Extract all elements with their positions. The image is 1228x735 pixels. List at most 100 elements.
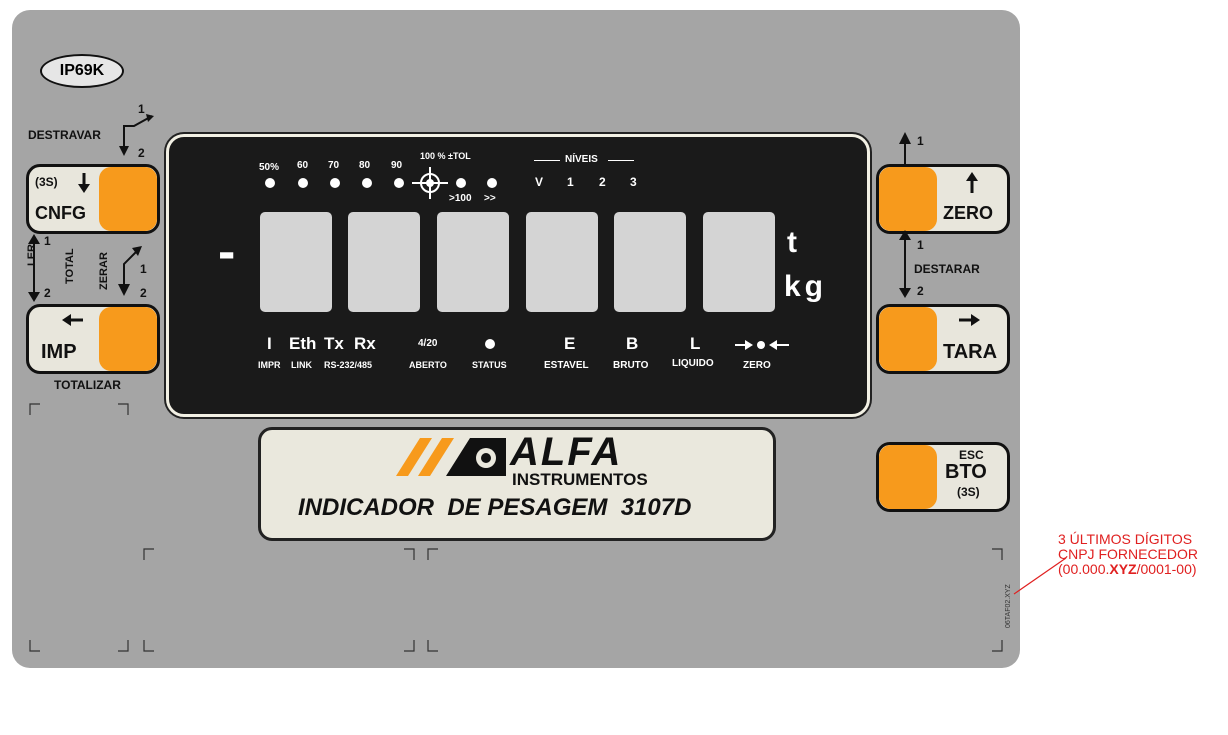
alfa-logo — [396, 438, 506, 476]
level-90-label: 90 — [391, 160, 403, 171]
indicator-e: E — [564, 334, 576, 353]
totalizar-label: TOTALIZAR — [54, 378, 121, 392]
imp-key[interactable] — [99, 307, 157, 371]
note-pointer-line — [1013, 557, 1067, 595]
indicator-rx: Rx — [354, 334, 376, 353]
impr-label: IMPR — [258, 360, 281, 370]
bto-hold-label: (3S) — [957, 485, 980, 499]
destarar-step-2: 2 — [917, 284, 924, 298]
nivel-v: V — [535, 175, 544, 189]
note-line-3: (00.000.XYZ/0001-00) — [1058, 562, 1197, 577]
double-arrow-icon — [28, 234, 40, 302]
cnfg-key[interactable] — [99, 167, 157, 231]
unit-t: t — [787, 226, 797, 259]
zero-label: ZERO — [943, 203, 994, 223]
level-70-label: 70 — [328, 160, 340, 171]
zero-center-icon — [735, 340, 789, 350]
imp-label: IMP — [41, 341, 77, 363]
cnfg-label: CNFG — [35, 203, 86, 223]
bar-led-over — [487, 178, 497, 188]
bto-button[interactable]: ESC BTO (3S) — [876, 442, 1010, 512]
zero-indicator-label: ZERO — [743, 360, 771, 371]
bruto-label: BRUTO — [613, 360, 649, 371]
brand-subtitle: INSTRUMENTOS — [512, 470, 648, 489]
bar-led-70 — [330, 178, 340, 188]
double-arrow-right-icon — [899, 230, 911, 298]
digit-5 — [614, 212, 686, 312]
zero-key[interactable] — [879, 167, 937, 231]
rs-label: RS-232/485 — [324, 360, 373, 370]
zero-button[interactable]: ZERO — [876, 164, 1010, 234]
step-1-label: 1 — [138, 102, 145, 116]
part-code: 06TAF02.XYZ — [1005, 584, 1012, 628]
arrow-down-icon — [78, 173, 90, 193]
tolerance-label: 100 % ±TOL — [420, 151, 471, 161]
destarar-label: DESTARAR — [914, 262, 980, 276]
ler-step-1: 1 — [44, 234, 51, 248]
digit-2 — [348, 212, 420, 312]
link-label: LINK — [291, 360, 312, 370]
over100-label: >100 — [449, 193, 472, 204]
bto-label: BTO — [945, 461, 987, 483]
minus-sign: - — [218, 223, 236, 281]
zerar-step-2: 2 — [140, 286, 147, 300]
cnfg-hold-label: (3S) — [35, 175, 58, 189]
zerar-arrow-icon — [118, 246, 142, 296]
zerar-step-1: 1 — [140, 262, 147, 276]
liquido-label: LIQUIDO — [672, 358, 714, 369]
estavel-label: ESTAVEL — [544, 360, 589, 371]
status-led — [485, 339, 495, 349]
level-60-label: 60 — [297, 160, 309, 171]
niveis-label: NÍVEIS — [565, 154, 598, 165]
indicator-tx: Tx — [324, 334, 344, 353]
bar-led-50 — [265, 178, 275, 188]
over-label: >> — [484, 193, 496, 204]
tara-key[interactable] — [879, 307, 937, 371]
brand-plate — [258, 427, 776, 541]
esc-label: ESC — [959, 448, 984, 462]
niveis-line-left — [534, 160, 560, 161]
niveis-line-right — [608, 160, 634, 161]
aberto-label: ABERTO — [409, 360, 447, 370]
tara-button[interactable]: TARA — [876, 304, 1010, 374]
tara-label: TARA — [943, 341, 998, 363]
destravar-label: DESTRAVAR — [28, 128, 101, 142]
bar-led-80 — [362, 178, 372, 188]
level-80-label: 80 — [359, 160, 371, 171]
nivel-2: 2 — [599, 175, 606, 189]
imp-button[interactable]: IMP — [26, 304, 160, 374]
cnfg-button[interactable]: (3S) CNFG — [26, 164, 160, 234]
indicator-eth: Eth — [289, 334, 317, 353]
indicator-420: 4/20 — [418, 338, 438, 349]
bar-led-60 — [298, 178, 308, 188]
brand-name: ALFA — [510, 430, 623, 474]
zero-step-1: 1 — [917, 134, 924, 148]
ler-step-2: 2 — [44, 286, 51, 300]
bar-led-over100 — [456, 178, 466, 188]
target-icon — [412, 167, 448, 199]
indicator-l: L — [690, 334, 701, 353]
bto-key[interactable] — [879, 445, 937, 509]
note-cnpj-prefix: (00.000. — [1058, 561, 1110, 577]
note-cnpj-suffix: /0001-00) — [1136, 561, 1197, 577]
arrow-up-small-icon — [966, 172, 978, 193]
nivel-3: 3 — [630, 175, 637, 189]
note-line-1: 3 ÚLTIMOS DÍGITOS — [1058, 531, 1193, 547]
ip69k-badge: IP69K — [40, 54, 124, 88]
step-2-label: 2 — [138, 146, 145, 160]
zerar-label: ZERAR — [98, 252, 110, 290]
product-name: INDICADOR DE PESAGEM 3107D — [298, 494, 692, 521]
digit-4 — [526, 212, 598, 312]
arrow-up-icon — [899, 132, 911, 168]
digit-6 — [703, 212, 775, 312]
bar-led-90 — [394, 178, 404, 188]
indicator-i: I — [267, 334, 272, 353]
arrow-left-icon — [62, 314, 83, 326]
nivel-1: 1 — [567, 175, 574, 189]
destarar-step-1: 1 — [917, 238, 924, 252]
ler-label: LER — [26, 244, 38, 266]
digit-3 — [437, 212, 509, 312]
unlock-arrow-icon — [119, 114, 154, 156]
digit-1 — [260, 212, 332, 312]
unit-kg: kg — [784, 270, 828, 303]
